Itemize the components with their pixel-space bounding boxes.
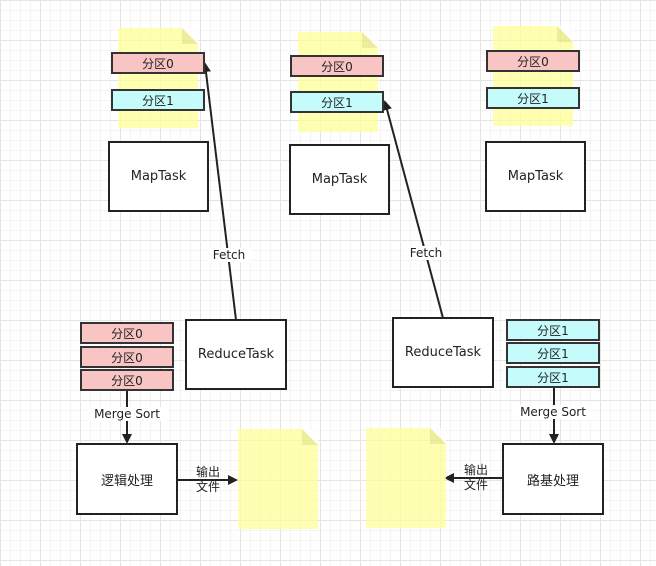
reduce-task-left: ReduceTask xyxy=(185,319,287,390)
note-fold-icon xyxy=(430,428,446,444)
map2-note xyxy=(298,32,378,132)
logic-process-box: 逻辑处理 xyxy=(76,443,178,515)
map3-partition-1: 分区1 xyxy=(486,87,580,109)
output-file-left-icon xyxy=(238,429,318,529)
fetch-label-right: Fetch xyxy=(404,246,448,260)
map1-partition-1: 分区1 xyxy=(111,89,205,111)
right-partition-1a: 分区1 xyxy=(506,319,600,341)
output-label-line1: 输出 xyxy=(195,465,220,479)
fetch-arrow-left xyxy=(200,62,237,321)
output-label-line2: 文件 xyxy=(463,478,488,492)
map1-partition-0: 分区0 xyxy=(111,52,205,74)
right-partition-1b: 分区1 xyxy=(506,342,600,364)
note-fold-icon xyxy=(362,32,378,48)
map2-partition-1: 分区1 xyxy=(290,91,384,113)
output-label-line1: 输出 xyxy=(463,463,488,477)
output-label-left: 输出 文件 xyxy=(190,465,226,495)
route-process-box: 路基处理 xyxy=(502,443,604,515)
note-fold-icon xyxy=(302,429,318,445)
map1-task-box: MapTask xyxy=(108,141,209,212)
merge-sort-label-left: Merge Sort xyxy=(87,407,167,421)
reduce-task-right: ReduceTask xyxy=(392,317,494,388)
left-partition-0b: 分区0 xyxy=(80,346,174,368)
map2-partition-0: 分区0 xyxy=(290,55,384,77)
note-fold-icon xyxy=(182,28,198,44)
output-file-right-icon xyxy=(366,428,446,528)
note-fold-icon xyxy=(557,26,573,42)
right-partition-1c: 分区1 xyxy=(506,366,600,388)
output-label-right: 输出 文件 xyxy=(458,463,494,493)
map2-task-box: MapTask xyxy=(289,144,390,215)
fetch-label-left: Fetch xyxy=(207,248,251,262)
output-label-line2: 文件 xyxy=(195,480,220,494)
map3-task-box: MapTask xyxy=(485,141,586,212)
left-partition-0c: 分区0 xyxy=(80,369,174,391)
map3-partition-0: 分区0 xyxy=(486,50,580,72)
left-partition-0a: 分区0 xyxy=(80,322,174,344)
fetch-arrow-right xyxy=(382,100,444,319)
map3-note xyxy=(493,26,573,126)
merge-sort-label-right: Merge Sort xyxy=(513,405,593,419)
map1-note xyxy=(118,28,198,128)
